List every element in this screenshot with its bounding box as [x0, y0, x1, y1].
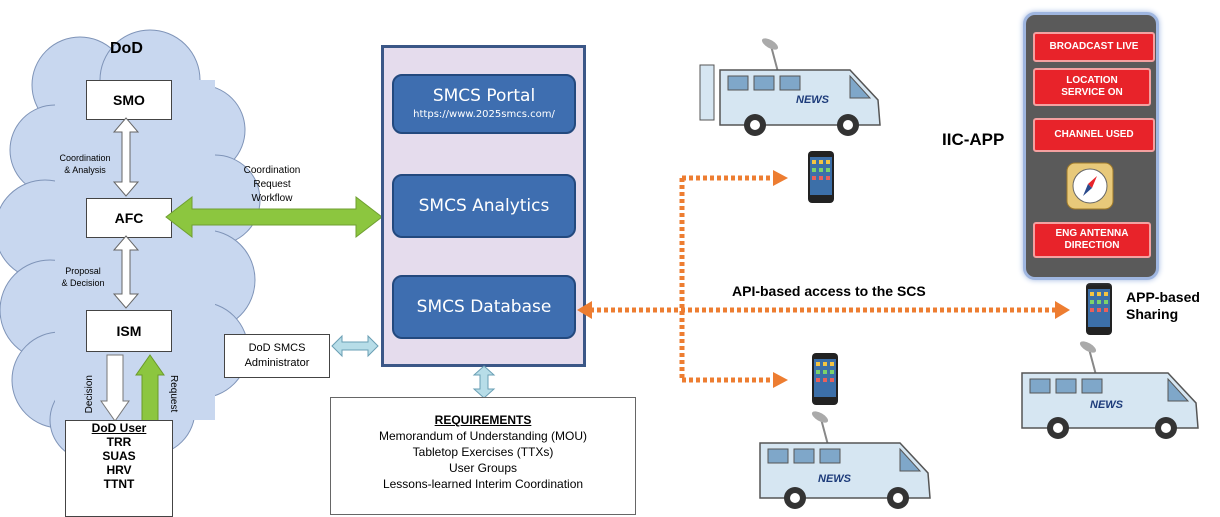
eng-antenna-direction-label: ENG ANTENNA DIRECTION [1055, 228, 1129, 251]
smcs-database-label: SMCS Database [416, 297, 552, 317]
location-service-button[interactable]: LOCATION SERVICE ON [1033, 68, 1151, 106]
dod-user-item: TRR [106, 435, 132, 449]
news-van-top-text: NEWS [796, 94, 829, 106]
broadcast-live-label: BROADCAST LIVE [1049, 41, 1139, 52]
app-sharing-line-2: Sharing [1126, 306, 1179, 322]
phone-icon [812, 353, 838, 405]
admin-label-line-1: DoD SMCS [248, 342, 306, 354]
ism-label: ISM [116, 323, 142, 339]
news-van-right-text: NEWS [1090, 399, 1123, 411]
dod-title: DoD [110, 40, 143, 57]
smo-label: SMO [113, 92, 145, 108]
dod-user-item: HRV [106, 463, 132, 477]
news-van-top [699, 38, 881, 136]
workflow-label-line-2: Request [253, 179, 291, 190]
eng-antenna-direction-button[interactable]: ENG ANTENNA DIRECTION [1033, 222, 1151, 258]
proposal-decision-line-1: Proposal [65, 266, 101, 276]
news-van-bottom-text: NEWS [818, 473, 851, 485]
decision-arrow [100, 354, 130, 422]
location-service-label: LOCATION SERVICE ON [1061, 75, 1123, 98]
channel-used-button[interactable]: CHANNEL USED [1033, 118, 1155, 152]
admin-box[interactable]: DoD SMCS Administrator [224, 334, 330, 378]
smcs-analytics-label: SMCS Analytics [418, 196, 550, 216]
smo-box[interactable]: SMO [86, 80, 172, 120]
proposal-decision-label: Proposal & Decision [48, 265, 118, 289]
proposal-decision-line-2: & Decision [61, 278, 105, 288]
app-sharing-label: APP-based Sharing [1126, 289, 1200, 323]
coordination-analysis-label: Coordination & Analysis [50, 152, 120, 176]
phone-icon [808, 151, 834, 203]
broadcast-live-button[interactable]: BROADCAST LIVE [1033, 32, 1155, 62]
requirements-item: Memorandum of Understanding (MOU) [378, 429, 588, 443]
workflow-label-line-1: Coordination [243, 165, 301, 176]
dod-user-item: TTNT [103, 477, 135, 491]
app-sharing-line-1: APP-based [1126, 289, 1200, 305]
compass-icon[interactable] [1066, 162, 1116, 212]
smcs-analytics-button[interactable]: SMCS Analytics [392, 174, 576, 238]
dod-user-title: DoD User [91, 421, 147, 435]
requirements-item: Lessons-learned Interim Coordination [382, 477, 584, 491]
request-label: Request [168, 375, 179, 413]
workflow-label: Coordination Request Workflow [232, 164, 312, 206]
requirements-item: Tabletop Exercises (TTXs) [412, 445, 554, 459]
requirements-item: User Groups [448, 461, 518, 475]
smcs-portal-title: SMCS Portal [432, 86, 536, 106]
api-label: API-based access to the SCS [732, 283, 926, 299]
smcs-portal-button[interactable]: SMCS Portal https://www.2025smcs.com/ [392, 74, 576, 134]
smcs-database-button[interactable]: SMCS Database [392, 275, 576, 339]
afc-box[interactable]: AFC [86, 198, 172, 238]
news-van-right [1021, 341, 1199, 439]
smcs-portal-url: https://www.2025smcs.com/ [413, 109, 555, 120]
admin-label-line-2: Administrator [244, 357, 310, 369]
workflow-label-line-3: Workflow [251, 193, 293, 204]
coordination-analysis-line-2: & Analysis [64, 165, 106, 175]
iic-app-label: IIC-APP [942, 130, 1005, 149]
channel-used-label: CHANNEL USED [1054, 129, 1134, 140]
news-van-bottom [759, 411, 931, 509]
smo-afc-arrow [112, 117, 140, 197]
requirements-box: REQUIREMENTS Memorandum of Understanding… [330, 397, 636, 515]
phone-icon [1086, 283, 1112, 335]
ism-box[interactable]: ISM [86, 310, 172, 352]
coordination-analysis-line-1: Coordination [59, 153, 111, 163]
admin-arrow [331, 334, 379, 358]
requirements-title: REQUIREMENTS [434, 413, 532, 427]
dod-user-box[interactable]: DoD User TRR SUAS HRV TTNT [65, 420, 173, 517]
afc-ism-arrow [112, 235, 140, 309]
afc-label: AFC [114, 210, 144, 226]
dod-user-item: SUAS [102, 449, 136, 463]
